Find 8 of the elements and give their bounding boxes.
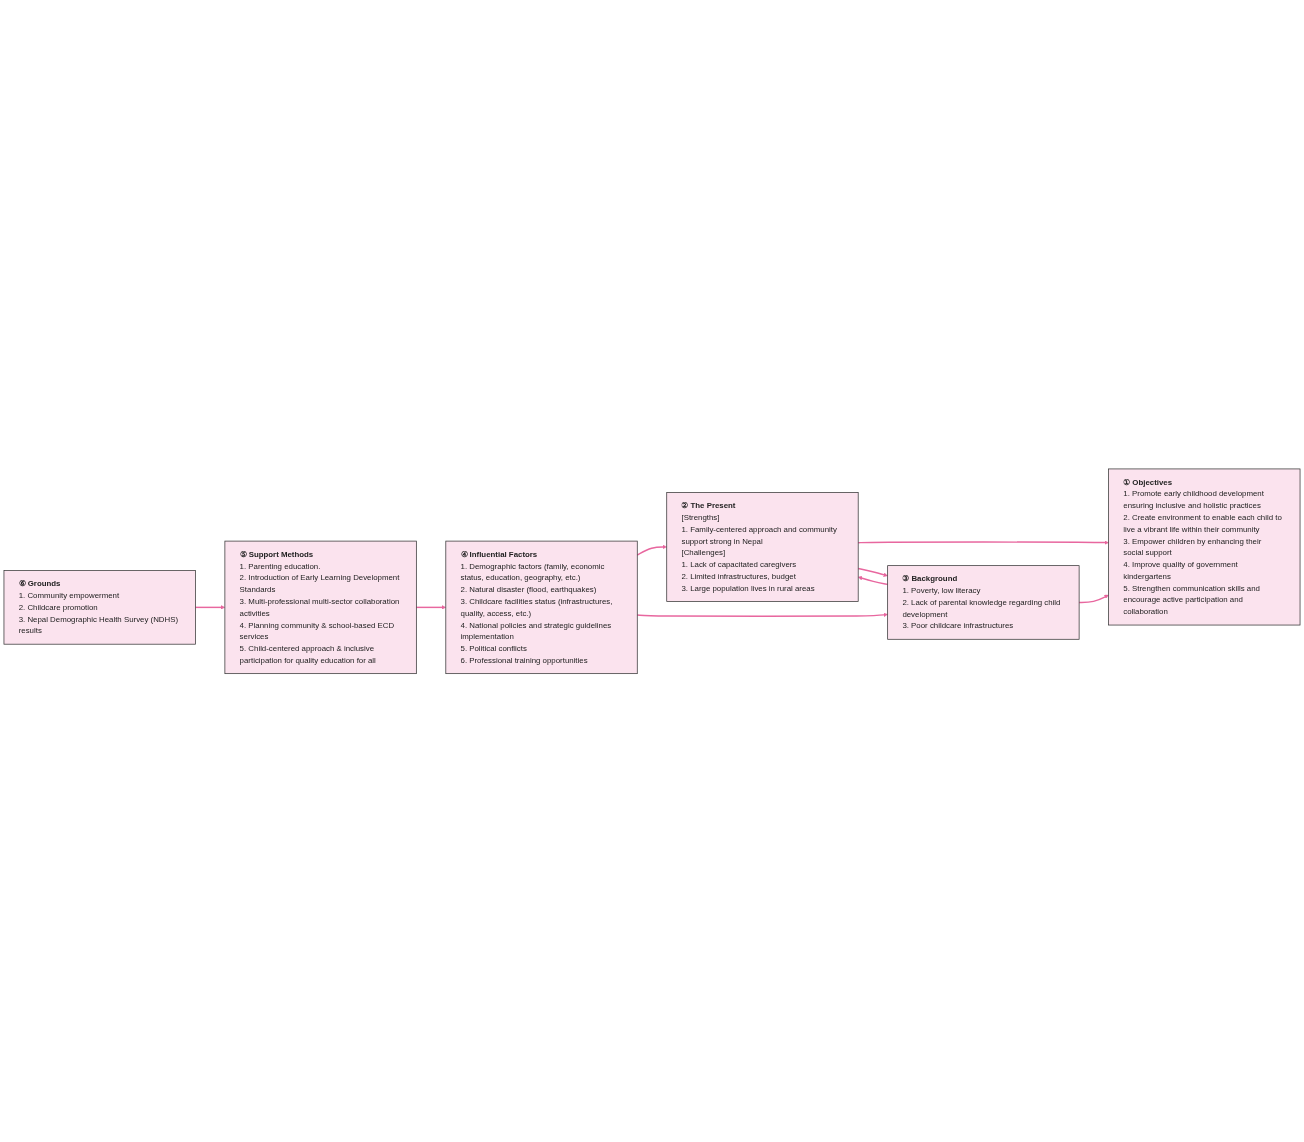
arrow xyxy=(636,544,667,556)
arrow xyxy=(1078,594,1109,603)
arrow xyxy=(194,604,226,610)
arrow xyxy=(415,604,446,610)
arrow xyxy=(858,575,889,585)
arrow xyxy=(636,612,888,617)
arrow xyxy=(857,540,1109,545)
arrow xyxy=(857,567,888,577)
